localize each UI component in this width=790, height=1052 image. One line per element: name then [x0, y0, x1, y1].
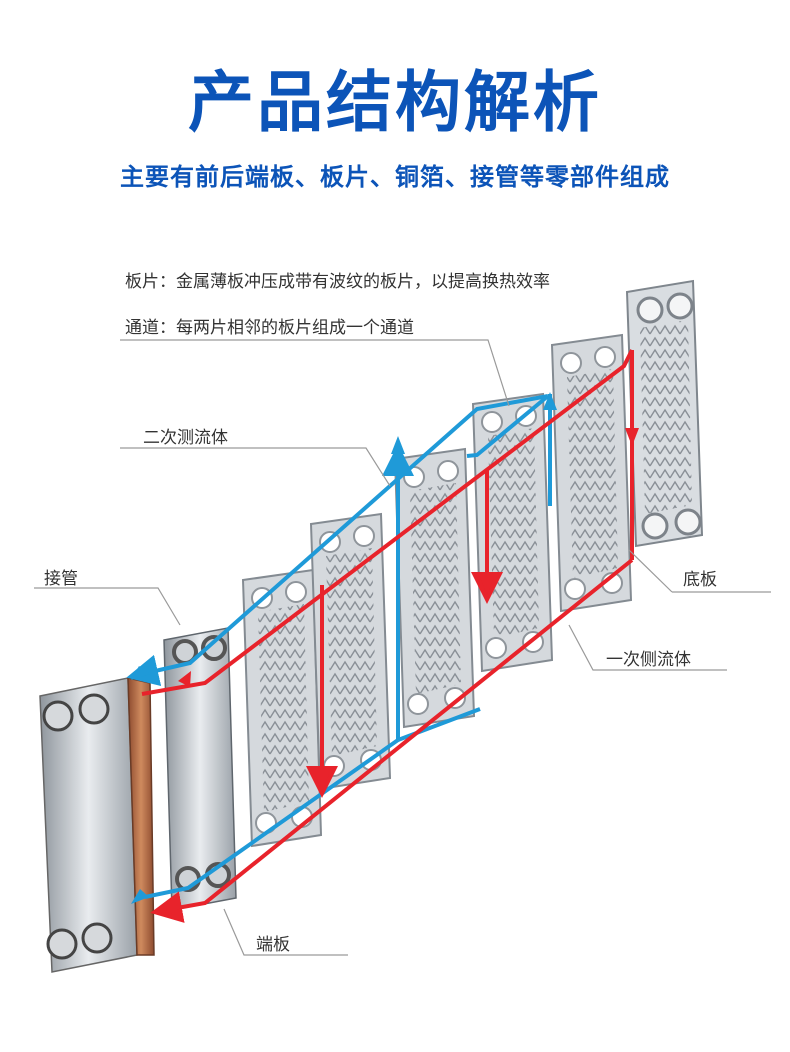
nozzle-label: 接管 [44, 569, 78, 589]
page-title: 产品结构解析 [188, 64, 602, 141]
end-plate [163, 627, 237, 911]
callout-leader-lines [34, 339, 771, 956]
primary-fluid-label: 一次侧流体 [606, 650, 691, 670]
heat-exchanger-assembled [39, 677, 155, 973]
channel-description: 通道：每两片相邻的板片组成一个通道 [125, 318, 414, 338]
flow-arrows [131, 392, 639, 917]
page-subtitle: 主要有前后端板、板片、铜箔、接管等零部件组成 [120, 163, 670, 191]
secondary-fluid-label: 二次测流体 [143, 428, 228, 448]
plate-description: 板片：金属薄板冲压成带有波纹的板片，以提高换热效率 [125, 272, 550, 292]
plate-4 [471, 392, 554, 673]
plate-2 [309, 512, 392, 791]
bottom-plate-label: 底板 [683, 570, 717, 590]
end-plate-label: 端板 [256, 935, 290, 955]
bottom-plate [625, 279, 704, 548]
plate-3 [393, 447, 476, 729]
